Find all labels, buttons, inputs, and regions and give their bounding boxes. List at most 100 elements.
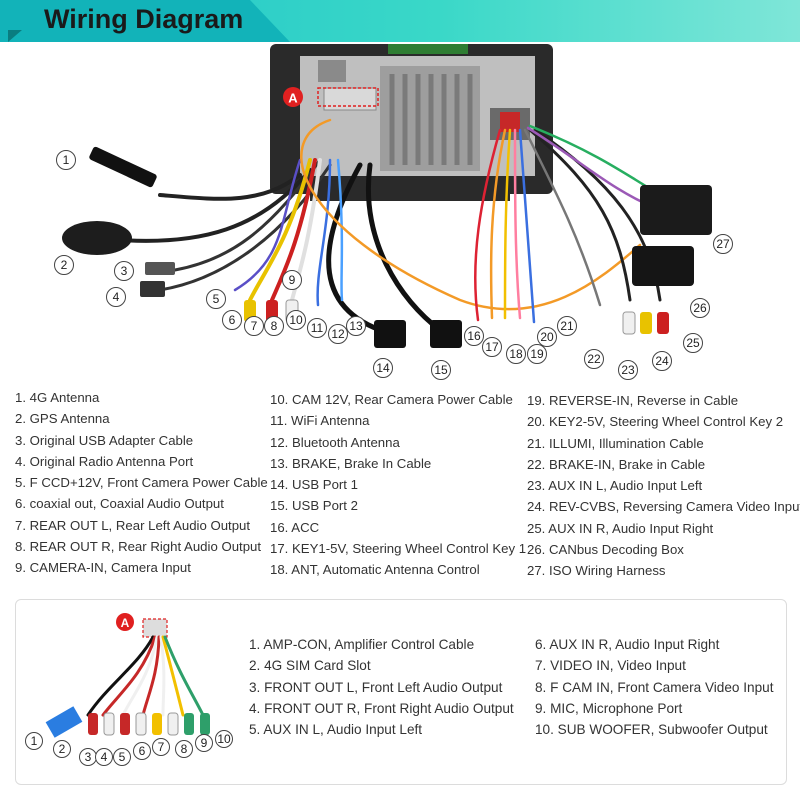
legend-item: 27. ISO Wiring Harness bbox=[527, 563, 666, 579]
callout-main-label: 13 bbox=[349, 319, 363, 333]
callout-a-label: A bbox=[288, 91, 298, 106]
callout-main-25: 25 bbox=[683, 333, 703, 353]
callout-main-3: 3 bbox=[114, 261, 134, 281]
usb-port-2-icon bbox=[430, 320, 462, 348]
callout-a: A bbox=[283, 87, 379, 107]
callout-inset-label: 5 bbox=[119, 750, 126, 764]
callout-main-label: 3 bbox=[121, 264, 128, 278]
callout-inset-3: 3 bbox=[79, 748, 97, 766]
legend-item: 22. BRAKE-IN, Brake in Cable bbox=[527, 456, 706, 472]
callout-inset-4: 4 bbox=[95, 748, 113, 766]
callout-main-label: 21 bbox=[560, 319, 574, 333]
legend-item: 17. KEY1-5V, Steering Wheel Control Key … bbox=[270, 541, 527, 557]
legend-item: 9. MIC, Microphone Port bbox=[535, 700, 683, 716]
legend-item: 8. F CAM IN, Front Camera Video Input bbox=[535, 679, 774, 695]
callout-main-label: 7 bbox=[251, 319, 258, 333]
callout-main-label: 24 bbox=[655, 354, 669, 368]
legend-item: 3. Original USB Adapter Cable bbox=[15, 432, 194, 448]
callout-main-label: 18 bbox=[509, 347, 523, 361]
legend-item: 5. F CCD+12V, Front Camera Power Cable bbox=[15, 475, 268, 491]
legend-item: 13. BRAKE, Brake In Cable bbox=[270, 455, 432, 471]
legend-item: 4. FRONT OUT R, Front Right Audio Output bbox=[249, 700, 514, 716]
callout-main-5: 5 bbox=[206, 289, 226, 309]
callout-main-16: 16 bbox=[464, 326, 484, 346]
legend-item: 6. coaxial out, Coaxial Audio Output bbox=[15, 496, 224, 512]
callout-inset-label: 2 bbox=[59, 742, 66, 756]
callout-inset-label: 10 bbox=[217, 732, 231, 746]
canbus-box-icon bbox=[632, 246, 694, 286]
legend-inset-col2: 6. AUX IN R, Audio Input Right 7. VIDEO … bbox=[535, 634, 774, 740]
legend-item: 26. CANbus Decoding Box bbox=[527, 542, 684, 558]
legend-item: 19. REVERSE-IN, Reverse in Cable bbox=[527, 393, 739, 408]
wiring-illustration: A bbox=[54, 44, 733, 380]
callout-main-18: 18 bbox=[506, 344, 526, 364]
callout-inset-label: 6 bbox=[139, 744, 146, 758]
callout-main-label: 22 bbox=[587, 352, 601, 366]
callout-inset-2: 2 bbox=[53, 740, 71, 758]
callout-main-26: 26 bbox=[690, 298, 710, 318]
legend-item: 5. AUX IN L, Audio Input Left bbox=[249, 722, 423, 738]
callout-main-label: 16 bbox=[467, 329, 481, 343]
callout-main-4: 4 bbox=[106, 287, 126, 307]
callout-main-label: 8 bbox=[271, 319, 278, 333]
callout-main-21: 21 bbox=[557, 316, 577, 336]
callout-main-label: 26 bbox=[693, 301, 707, 315]
callout-main-24: 24 bbox=[652, 351, 672, 371]
callout-main-8: 8 bbox=[264, 316, 284, 336]
legend-item: 10. CAM 12V, Rear Camera Power Cable bbox=[270, 392, 513, 407]
legend-item: 7. VIDEO IN, Video Input bbox=[535, 658, 686, 674]
callout-inset-9: 9 bbox=[195, 734, 213, 752]
callout-main-label: 11 bbox=[311, 321, 324, 335]
callout-inset-6: 6 bbox=[133, 742, 151, 760]
legend-item: 20. KEY2-5V, Steering Wheel Control Key … bbox=[527, 414, 784, 430]
callout-main-label: 25 bbox=[686, 336, 700, 350]
callout-main-14: 14 bbox=[373, 358, 393, 378]
callout-main-label: 19 bbox=[530, 347, 544, 361]
callout-main-13: 13 bbox=[346, 316, 366, 336]
legend-item: 24. REV-CVBS, Reversing Camera Video Inp… bbox=[527, 499, 800, 515]
callout-main-label: 23 bbox=[621, 363, 635, 377]
callout-main-20: 20 bbox=[537, 327, 557, 347]
legend-item: 1. AMP-CON, Amplifier Control Cable bbox=[249, 637, 475, 652]
legend-item: 11. WiFi Antenna bbox=[270, 413, 370, 429]
legend-item: 3. FRONT OUT L, Front Left Audio Output bbox=[249, 679, 503, 695]
fan-icon bbox=[318, 60, 346, 82]
callout-main-9: 9 bbox=[282, 270, 302, 290]
callout-main-12: 12 bbox=[328, 324, 348, 344]
callout-inset-8: 8 bbox=[175, 740, 193, 758]
legend-item: 6. AUX IN R, Audio Input Right bbox=[535, 637, 720, 652]
header-banner: Wiring Diagram bbox=[0, 0, 800, 42]
callout-main-6: 6 bbox=[222, 310, 242, 330]
callout-inset-label: 1 bbox=[31, 734, 38, 748]
banner-accent bbox=[0, 0, 290, 42]
legend-item: 25. AUX IN R, Audio Input Right bbox=[527, 520, 714, 536]
legend-main-col2: 10. CAM 12V, Rear Camera Power Cable 11.… bbox=[270, 389, 526, 581]
callout-inset-7: 7 bbox=[152, 738, 170, 756]
radio-antenna-port-icon bbox=[140, 281, 165, 297]
callout-inset-label: 3 bbox=[85, 750, 92, 764]
callout-main-2: 2 bbox=[54, 255, 74, 275]
rca-connectors-right bbox=[622, 311, 669, 335]
legend-item: 16. ACC bbox=[270, 519, 320, 535]
callout-main-23: 23 bbox=[618, 360, 638, 380]
inset-callout-a-label: A bbox=[121, 616, 130, 630]
callout-main-11: 11 bbox=[307, 318, 327, 338]
callout-main-label: 6 bbox=[229, 313, 236, 327]
callout-main-15: 15 bbox=[431, 360, 451, 380]
usb-adapter-icon bbox=[145, 262, 175, 275]
legend-item: 23. AUX IN L, Audio Input Left bbox=[527, 478, 703, 494]
callout-main-1: 1 bbox=[56, 150, 76, 170]
legend-main-col1: 1. 4G Antenna 2. GPS Antenna 3. Original… bbox=[15, 387, 268, 579]
legend-item: 21. ILLUMI, Illumination Cable bbox=[527, 435, 704, 451]
legend-item: 15. USB Port 2 bbox=[270, 498, 358, 514]
usb-port-1-icon bbox=[374, 320, 406, 348]
legend-item: 1. 4G Antenna bbox=[15, 390, 100, 405]
head-unit bbox=[270, 44, 553, 201]
callout-main-label: 14 bbox=[376, 361, 390, 375]
callout-main-10: 10 bbox=[286, 310, 306, 330]
legend-item: 8. REAR OUT R, Rear Right Audio Output bbox=[15, 539, 262, 555]
4g-antenna-icon bbox=[89, 146, 157, 188]
callout-inset-label: 4 bbox=[101, 750, 108, 764]
callout-main-22: 22 bbox=[584, 349, 604, 369]
